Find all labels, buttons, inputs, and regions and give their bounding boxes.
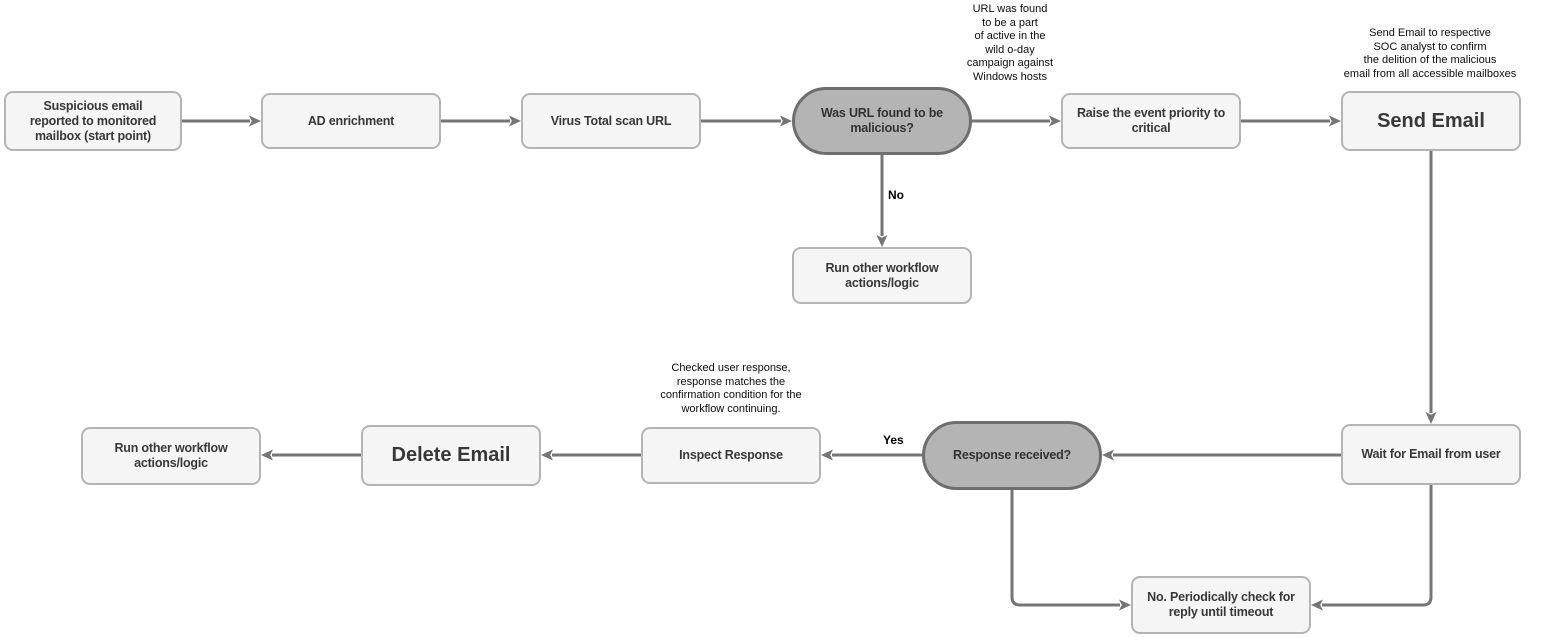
node-send-email: Send Email (1341, 91, 1521, 151)
node-response-received-label: Response received? (953, 448, 1071, 462)
node-inspect-response: Inspect Response (641, 427, 821, 484)
node-was-url-malicious-label: Was URL found to be malicious? (821, 106, 943, 135)
node-run-other-workflow-top: Run other workflow actions/logic (792, 247, 972, 304)
node-virus-total-scan: Virus Total scan URL (521, 93, 701, 149)
node-wait-for-email: Wait for Email from user (1341, 424, 1521, 485)
node-start: Suspicious email reported to monitored m… (4, 91, 182, 151)
edge-label-yes: Yes (883, 433, 904, 447)
node-periodic-check-label: No. Periodically check for reply until t… (1147, 590, 1295, 619)
node-send-email-label: Send Email (1377, 109, 1485, 132)
node-start-label: Suspicious email reported to monitored m… (29, 98, 157, 143)
edge-label-no: No (888, 188, 904, 202)
annotation-inspect-response: Checked user response, response matches … (660, 362, 802, 415)
edge-response-to-periodic (1010, 490, 1131, 611)
edge-wait-to-periodic (1311, 485, 1433, 611)
annotation-url-campaign: URL was found to be a part of active in … (966, 3, 1054, 83)
annotation-send-email: Send Email to respective SOC analyst to … (1343, 27, 1517, 80)
node-run-other-workflow-bottom-label: Run other workflow actions/logic (114, 441, 228, 470)
node-response-received: Response received? (922, 421, 1102, 490)
node-run-other-workflow-top-label: Run other workflow actions/logic (825, 260, 939, 290)
node-raise-priority-label: Raise the event priority to critical (1076, 106, 1226, 135)
node-run-other-workflow-bottom: Run other workflow actions/logic (81, 427, 261, 485)
node-ad-enrichment-label: AD enrichment (307, 113, 395, 128)
node-delete-email-label: Delete Email (391, 444, 511, 466)
node-was-url-malicious: Was URL found to be malicious? (792, 87, 972, 155)
node-raise-priority: Raise the event priority to critical (1061, 93, 1241, 149)
node-periodic-check: No. Periodically check for reply until t… (1131, 576, 1311, 634)
node-virus-total-scan-label: Virus Total scan URL (550, 113, 672, 128)
node-ad-enrichment: AD enrichment (261, 93, 441, 149)
node-inspect-response-label: Inspect Response (679, 448, 783, 462)
node-wait-for-email-label: Wait for Email from user (1361, 447, 1501, 461)
node-delete-email: Delete Email (361, 425, 541, 486)
